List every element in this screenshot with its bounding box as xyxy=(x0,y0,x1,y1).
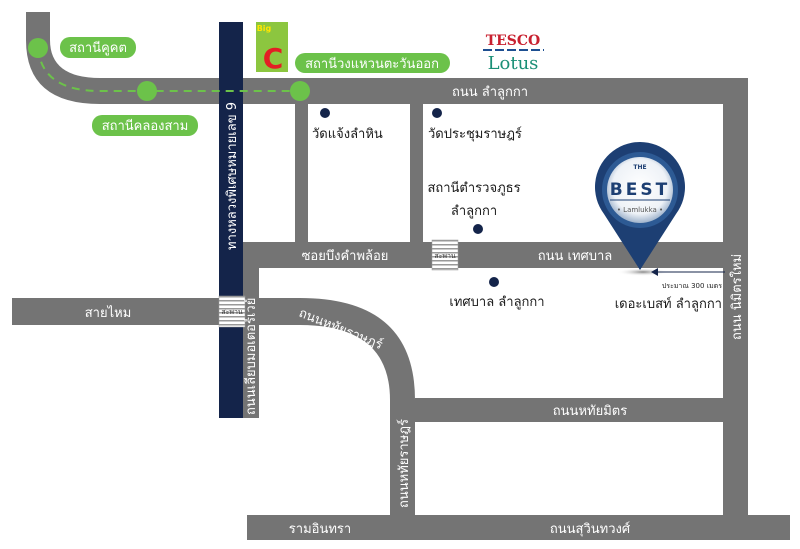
road-tesaban xyxy=(242,242,748,268)
poi-label-police-1: สถานีตำรวจภูธร xyxy=(427,180,520,196)
road-nimit-mai xyxy=(723,78,748,540)
highway-9 xyxy=(219,22,243,418)
poi-label-wat-prachum: วัดประชุมราษฎร์ xyxy=(428,126,522,142)
tesco-lotus-logo: TESCO Lotus xyxy=(483,33,544,74)
road-saimai xyxy=(12,298,248,325)
station-dot-khukhot xyxy=(28,38,48,58)
road-label-lamlukka: ถนน ลำลูกกา xyxy=(452,85,528,100)
station-label-wongwaen: สถานีวงแหวนตะวันออก xyxy=(305,56,439,72)
svg-text:• Lamlukka •: • Lamlukka • xyxy=(617,206,663,214)
road-lamlukka-curve xyxy=(26,12,748,104)
road-label-highway9: ทางหลวงพิเศษหมายเลข 9 xyxy=(225,102,240,250)
road-sukhaphiban xyxy=(247,515,790,540)
road-label-sukhaphiban: ถนนสุวินทวงศ์ xyxy=(550,521,631,537)
svg-text:THE: THE xyxy=(633,164,646,171)
poi-label-municipality: เทศบาล ลำลูกกา xyxy=(449,295,544,310)
distance-label: ประมาณ 300 เมตร xyxy=(662,282,722,290)
svg-text:สะพาน: สะพาน xyxy=(434,252,456,260)
bigc-logo: Big C xyxy=(256,22,288,75)
svg-text:Big: Big xyxy=(257,24,272,33)
station-dot-wongwaen xyxy=(290,81,310,101)
station-pill-khlongsam xyxy=(92,115,198,136)
station-label-khlongsam: สถานีคลองสาม xyxy=(102,118,189,134)
road-side-2 xyxy=(410,104,423,244)
road-label-nimit-mai: ถนน นิมิตรใหม่ xyxy=(729,254,745,340)
destination-label: เดอะเบสท์ ลำลูกกา xyxy=(615,296,722,312)
road-label-saimai: สายไหม xyxy=(85,305,132,321)
road-label-soi-bueng: ซอยบึงคำพล้อย xyxy=(302,249,389,264)
road-side-1 xyxy=(295,104,308,244)
station-dot-khlongsam xyxy=(137,81,157,101)
poi-dot-police xyxy=(473,224,483,234)
poi-label-police-2: ลำลูกกา xyxy=(451,204,497,219)
svg-text:Lotus: Lotus xyxy=(488,53,539,74)
svg-text:สะพาน: สะพาน xyxy=(221,308,243,316)
poi-dot-wat-prachum xyxy=(432,108,442,118)
road-label-hathai-rat-vertical: ถนนหทัยราษฎร์ xyxy=(396,419,412,508)
svg-text:TESCO: TESCO xyxy=(486,33,541,49)
road-motorway-frontage xyxy=(242,245,259,418)
station-pill-wongwaen xyxy=(295,53,450,73)
bridge-saimai: สะพาน xyxy=(218,295,246,328)
poi-label-wat-chaeng: วัดแจ้งลำหิน xyxy=(312,127,383,142)
poi-dot-municipality xyxy=(489,277,499,287)
road-label-ram-intra: รามอินทรา xyxy=(289,522,351,537)
poi-dot-wat-chaeng xyxy=(320,108,330,118)
svg-text:C: C xyxy=(263,42,284,75)
station-label-khukhot: สถานีคูคต xyxy=(69,40,127,56)
road-label-motorway-frontage: ถนนเลียบมอเตอร์เวย์ xyxy=(243,298,259,415)
station-pill-khukhot xyxy=(60,37,136,58)
svg-text:BEST: BEST xyxy=(610,180,670,200)
road-hathai-mit xyxy=(415,398,725,422)
road-label-tesaban: ถนน เทศบาล xyxy=(538,249,613,264)
distance-arrow xyxy=(651,268,725,276)
the-best-pin-icon[interactable]: THE BEST • Lamlukka • xyxy=(595,142,685,270)
road-label-hathai-mit: ถนนหทัยมิตร xyxy=(553,404,627,419)
bridge-tesaban: สะพาน xyxy=(431,239,459,271)
